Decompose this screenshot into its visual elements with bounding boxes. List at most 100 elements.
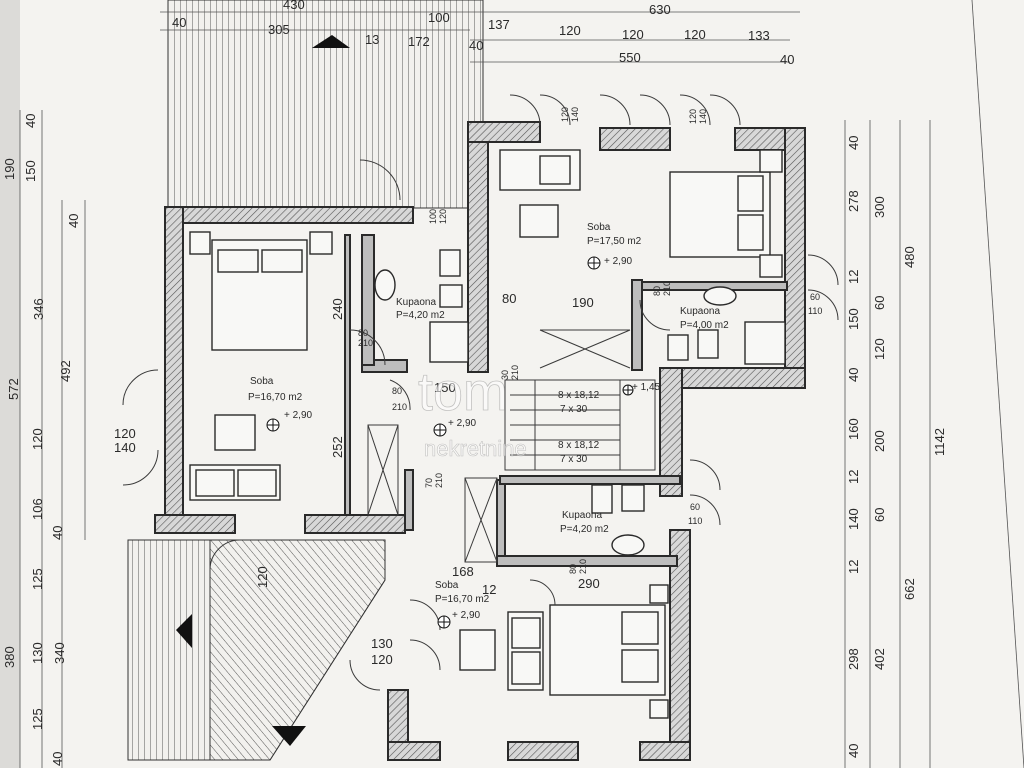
room-area-bath-bottom: P=4,20 m2 bbox=[560, 524, 609, 535]
inner-dimensions: 240 252 80 190 150 168 12 290 120 140 12… bbox=[114, 291, 600, 667]
dim-label: 40 bbox=[66, 214, 81, 228]
dim-label: 40 bbox=[846, 368, 861, 382]
dim-label: 630 bbox=[649, 2, 671, 17]
dim-label: 133 bbox=[748, 28, 770, 43]
dim-label: 70 bbox=[424, 478, 434, 488]
dim-label: 210 bbox=[578, 559, 588, 574]
level-mark: + 2,90 bbox=[604, 256, 633, 267]
dim-label: 80 bbox=[568, 564, 578, 574]
dim-label: 12 bbox=[846, 560, 861, 574]
dim-label: 120 bbox=[688, 109, 698, 124]
stair-spec: 7 x 30 bbox=[560, 454, 588, 465]
dim-label: 40 bbox=[469, 38, 483, 53]
dim-label: 346 bbox=[31, 298, 46, 320]
room-name-bath-left: Kupaona bbox=[396, 297, 436, 308]
dim-label: 140 bbox=[846, 508, 861, 530]
bottom-roof-slope bbox=[209, 539, 386, 761]
dim-label: 298 bbox=[846, 648, 861, 670]
dim-label: 40 bbox=[23, 114, 38, 128]
dim-label: 210 bbox=[358, 338, 373, 348]
dim-label: 130 bbox=[371, 636, 393, 651]
opening-dimensions: 80 210 80 210 80 210 70 210 80 210 60 11… bbox=[358, 107, 822, 574]
dim-label: 40 bbox=[50, 752, 65, 766]
dim-label: 278 bbox=[846, 190, 861, 212]
dim-label: 12 bbox=[846, 470, 861, 484]
dim-label: 305 bbox=[268, 22, 290, 37]
dim-label: 662 bbox=[902, 578, 917, 600]
wardrobes bbox=[367, 424, 498, 563]
dim-label: 12 bbox=[846, 270, 861, 284]
watermark: tom nekretnine bbox=[418, 362, 527, 462]
dim-label: 210 bbox=[662, 281, 672, 296]
dim-label: 120 bbox=[684, 27, 706, 42]
walls bbox=[154, 121, 806, 761]
dim-label: 80 bbox=[392, 386, 402, 396]
dim-label: 120 bbox=[438, 209, 448, 224]
dim-label: 60 bbox=[690, 502, 700, 512]
dim-label: 150 bbox=[846, 308, 861, 330]
dim-label: 60 bbox=[872, 508, 887, 522]
stair-spec: 8 x 18,12 bbox=[558, 390, 600, 401]
room-area-bedroom-bottom: P=16,70 m2 bbox=[435, 594, 490, 605]
top-dimensions: 430 40 305 13 100 172 40 137 120 120 120… bbox=[172, 0, 794, 67]
dim-label: 110 bbox=[808, 306, 822, 316]
dim-label: 168 bbox=[452, 564, 474, 579]
dim-label: 120 bbox=[255, 566, 270, 588]
room-name-bath-bottom: Kupaona bbox=[562, 510, 602, 521]
stair-spec: 8 x 18,12 bbox=[558, 440, 600, 451]
dim-label: 340 bbox=[52, 642, 67, 664]
dimension-lines bbox=[19, 0, 1024, 768]
watermark-tagline: nekretnine bbox=[424, 436, 527, 461]
dim-label: 172 bbox=[408, 34, 430, 49]
dim-label: 100 bbox=[428, 10, 450, 25]
dim-label: 40 bbox=[846, 744, 861, 758]
dim-label: 40 bbox=[50, 526, 65, 540]
dim-label: 572 bbox=[6, 378, 21, 400]
dim-label: 120 bbox=[622, 27, 644, 42]
dim-label: 140 bbox=[570, 107, 580, 122]
stair-spec: 7 x 30 bbox=[560, 404, 588, 415]
dim-label: 13 bbox=[365, 32, 379, 47]
level-mark-stairs: + 1,45 bbox=[632, 382, 661, 393]
room-labels: Soba P=16,70 m2 + 2,90 Kupaona P=4,20 m2… bbox=[248, 222, 729, 621]
dim-label: 40 bbox=[846, 136, 861, 150]
dim-label: 300 bbox=[872, 196, 887, 218]
room-area-bedroom-left: P=16,70 m2 bbox=[248, 392, 303, 403]
dim-label: 137 bbox=[488, 17, 510, 32]
room-name-bedroom-bottom: Soba bbox=[435, 580, 459, 591]
dim-label: 210 bbox=[434, 473, 444, 488]
dim-label: 120 bbox=[560, 107, 570, 122]
dim-label: 210 bbox=[510, 365, 520, 380]
dim-label: 120 bbox=[30, 428, 45, 450]
dim-label: 140 bbox=[698, 109, 708, 124]
dim-label: 110 bbox=[688, 516, 702, 526]
room-name-bath-right: Kupaona bbox=[680, 306, 720, 317]
dim-label: 200 bbox=[872, 430, 887, 452]
north-arrow-top bbox=[312, 35, 350, 48]
watermark-brand: tom bbox=[418, 362, 508, 422]
dim-label: 210 bbox=[392, 402, 407, 412]
dim-label: 492 bbox=[58, 360, 73, 382]
dim-label: 120 bbox=[872, 338, 887, 360]
dim-label: 150 bbox=[434, 380, 456, 395]
dim-label: 125 bbox=[30, 708, 45, 730]
dim-label: 120 bbox=[559, 23, 581, 38]
right-dimensions: 40 278 300 12 480 60 150 120 40 160 200 … bbox=[846, 136, 947, 758]
furniture bbox=[189, 149, 786, 719]
room-name-bedroom-left: Soba bbox=[250, 376, 274, 387]
dim-label: 30 bbox=[500, 370, 510, 380]
dim-label: 1142 bbox=[932, 428, 947, 456]
dim-label: 480 bbox=[902, 246, 917, 268]
dim-label: 252 bbox=[330, 436, 345, 458]
dim-label: 150 bbox=[23, 160, 38, 182]
dim-label: 100 bbox=[428, 209, 438, 224]
dim-label: 130 bbox=[30, 642, 45, 664]
level-marker-icons bbox=[266, 256, 634, 629]
dim-label: 290 bbox=[578, 576, 600, 591]
dim-label: 190 bbox=[2, 158, 17, 180]
paper-edge bbox=[0, 0, 20, 768]
dim-label: 80 bbox=[358, 328, 368, 338]
dim-label: 80 bbox=[502, 291, 516, 306]
room-name-bedroom-top: Soba bbox=[587, 222, 611, 233]
